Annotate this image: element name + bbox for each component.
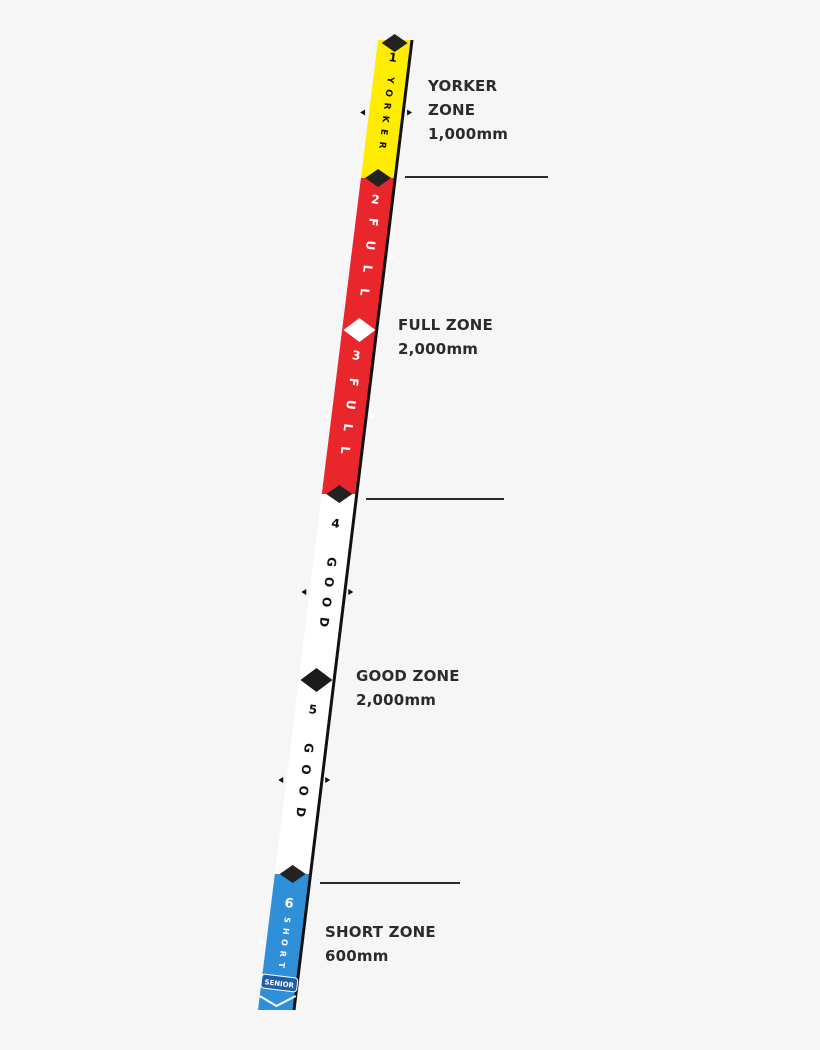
strip-word-6-letter-1: S — [282, 917, 292, 924]
strip-word-1-letter-2: O — [383, 89, 394, 98]
strip-arrows-6-left — [258, 939, 264, 946]
strip-arrows-4-left — [301, 589, 307, 595]
full-good-divider — [366, 498, 504, 500]
short-zone-label: SHORT ZONE 600mm — [325, 920, 436, 968]
strip-word-2-letter-2: U — [363, 240, 378, 251]
strip-word-5-letter-3: O — [296, 785, 311, 797]
strip-arrows-1-left — [360, 109, 366, 116]
yorker-zone-title-line-2: ZONE — [428, 101, 476, 119]
strip-word-5-letter-2: O — [298, 763, 313, 775]
good-short-divider — [320, 882, 460, 884]
strip-word-4-letter-4: D — [317, 616, 332, 628]
bottom-chevron — [259, 995, 297, 1008]
yorker-zone-length: 1,000mm — [428, 125, 509, 143]
strip-right-edge — [292, 39, 414, 1011]
strip-word-1-letter-3: R — [381, 102, 392, 110]
full-zone-label: FULL ZONE 2,000mm — [398, 313, 493, 361]
strip-number-2: 2 — [370, 192, 380, 207]
boundary-marker-5 — [279, 865, 306, 883]
strip-arrows-1-right — [407, 109, 413, 116]
strip-segment-5 — [274, 680, 335, 874]
strip-segment-4 — [298, 494, 357, 680]
strip-word-1-letter-4: K — [379, 115, 390, 124]
strip-segment-3 — [321, 330, 377, 494]
yorker-zone-title-line-1: YORKER — [428, 77, 498, 95]
strip-word-6-letter-5: T — [277, 962, 287, 969]
strip-number-3: 3 — [351, 348, 361, 363]
strip-arrows-2-left — [342, 254, 348, 260]
strip-word-6-letter-3: O — [279, 939, 289, 947]
strip-word-4-letter-3: O — [319, 596, 334, 608]
strip-word-1-letter-6: R — [376, 141, 387, 149]
strip-word-2-letter-1: F — [366, 217, 381, 227]
full-zone-length: 2,000mm — [398, 340, 479, 358]
strip-word-1-letter-5: E — [378, 128, 389, 135]
yorker-zone-label: YORKER ZONE 1,000mm — [428, 74, 508, 146]
strip-arrows-4-right — [348, 589, 354, 595]
strip-arrows-2-right — [389, 254, 395, 260]
senior-badge — [260, 973, 299, 993]
strip-word-1-letter-1: Y — [384, 75, 395, 84]
strip-arrows-6-right — [305, 939, 311, 946]
strip-number-5: 5 — [308, 702, 318, 717]
strip-word-5-letter-1: G — [301, 742, 316, 754]
strip-word-6-letter-2: H — [281, 927, 291, 935]
full-zone-title: FULL ZONE — [398, 316, 493, 334]
strip-word-3-letter-3: L — [341, 423, 356, 433]
strip-number-1: 1 — [388, 50, 398, 65]
good-zone-title: GOOD ZONE — [356, 667, 460, 685]
senior-badge-text: SENIOR — [264, 978, 295, 990]
boundary-marker-3 — [326, 485, 353, 503]
strip-word-4-letter-2: O — [321, 576, 336, 588]
boundary-marker-2 — [343, 318, 376, 342]
yorker-full-divider — [405, 176, 548, 178]
strip-arrows-5-right — [325, 777, 331, 783]
strip-segment-2 — [342, 178, 396, 330]
strip-word-3-letter-2: U — [343, 399, 358, 410]
strip-arrows-3-right — [369, 413, 375, 419]
short-zone-length: 600mm — [325, 947, 389, 965]
strip-number-4: 4 — [331, 516, 341, 531]
short-zone-title: SHORT ZONE — [325, 923, 436, 941]
boundary-marker-4 — [300, 668, 333, 692]
strip-word-3-letter-4: L — [338, 445, 353, 455]
strip-arrows-5-left — [278, 777, 284, 783]
boundary-marker-top — [381, 34, 408, 52]
strip-word-4-letter-1: G — [324, 556, 339, 568]
strip-arrows-3-left — [322, 413, 328, 419]
strip-number-6: 6 — [284, 896, 295, 912]
good-zone-length: 2,000mm — [356, 691, 437, 709]
strip-word-6-letter-4: R — [278, 950, 288, 957]
boundary-marker-1 — [365, 169, 392, 187]
strip-word-3-letter-1: F — [346, 377, 361, 387]
good-zone-label: GOOD ZONE 2,000mm — [356, 664, 460, 712]
strip-word-2-letter-4: L — [357, 287, 372, 297]
strip-word-2-letter-3: L — [360, 264, 375, 274]
strip-word-5-letter-4: D — [293, 806, 308, 818]
